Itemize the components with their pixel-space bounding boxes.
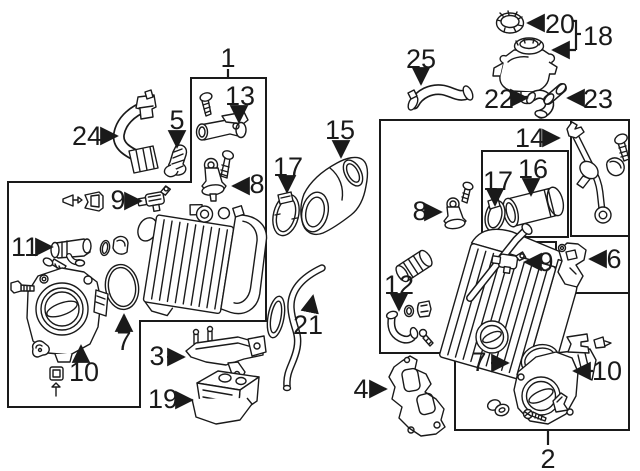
- group-boxes: [7, 77, 630, 431]
- callout-3-label[interactable]: 3: [149, 341, 164, 371]
- part-23-hose: [543, 83, 567, 105]
- part-drawings: [10, 10, 630, 437]
- part-12-elbow: [385, 300, 434, 347]
- callout-19-label[interactable]: 19: [148, 384, 178, 414]
- callout-7-right-label[interactable]: 7: [471, 347, 486, 377]
- callout-22-label[interactable]: 22: [484, 84, 514, 114]
- callout-6-label[interactable]: 6: [606, 244, 621, 274]
- callout-8-left-label[interactable]: 8: [249, 169, 264, 199]
- part-4-bracket: [388, 355, 446, 437]
- part-9-sensor-left: [137, 185, 172, 213]
- part-clip-small: [31, 340, 50, 358]
- part-8-sensor-right: [443, 181, 474, 230]
- callout-14-label[interactable]: 14: [515, 123, 545, 153]
- callout-4-label[interactable]: 4: [353, 374, 368, 404]
- callout-24-label[interactable]: 24: [72, 121, 102, 151]
- callout-8-right-label[interactable]: 8: [412, 196, 427, 226]
- part-7-oring-left: [104, 263, 140, 311]
- part-18-reservoir: [492, 37, 558, 105]
- part-intercooler-left: [137, 203, 268, 317]
- part-19-bracket-box: [191, 370, 260, 425]
- callout-10-left-label[interactable]: 10: [69, 357, 99, 387]
- callout-16-label[interactable]: 16: [518, 154, 548, 184]
- part-square-connector: [84, 191, 104, 212]
- callout-21-label[interactable]: 21: [293, 310, 323, 340]
- callout-17-right-label[interactable]: 17: [483, 166, 513, 196]
- callout-10-right-label[interactable]: 10: [592, 356, 622, 386]
- callout-15-label[interactable]: 15: [325, 115, 355, 145]
- part-ribbed-sleeve: [395, 249, 433, 283]
- part-3-bracket: [185, 325, 267, 381]
- part-14-rod: [566, 121, 630, 224]
- callout-1-label[interactable]: 1: [220, 43, 235, 73]
- callout-7-left-label[interactable]: 7: [116, 326, 131, 356]
- part-21-hose: [266, 264, 326, 392]
- part-8-sensor-left: [201, 150, 235, 202]
- group-box-14-partition: [570, 120, 629, 237]
- callout-leaders: [35, 13, 607, 445]
- part-24-hose: [112, 89, 159, 174]
- part-clip-oval: [486, 399, 510, 417]
- callout-11-label[interactable]: 11: [11, 232, 39, 262]
- callout-13-label[interactable]: 13: [225, 81, 255, 111]
- part-17-clamp-left: [272, 191, 300, 237]
- part-16-pipe: [502, 186, 565, 228]
- leader-21: [300, 294, 319, 315]
- part-9-sensor-right: [491, 251, 527, 275]
- leader-18-bracket: [551, 19, 581, 60]
- callout-9-left-label[interactable]: 9: [110, 185, 125, 215]
- callout-12-label[interactable]: 12: [384, 270, 414, 300]
- part-5-grommet: [163, 144, 188, 178]
- part-funnel-plug: [62, 194, 83, 207]
- part-connector-clip: [49, 366, 64, 397]
- group-box-1: [7, 77, 267, 408]
- part-wedge-clip: [552, 392, 569, 413]
- part-13-fitting: [195, 92, 249, 141]
- callout-20-label[interactable]: 20: [545, 9, 575, 39]
- callout-5-label[interactable]: 5: [169, 105, 184, 135]
- part-connector-c: [566, 333, 612, 354]
- callout-17-left-label[interactable]: 17: [273, 152, 303, 182]
- part-6-bracket: [557, 242, 587, 288]
- part-10-throttle-left: [26, 267, 109, 363]
- part-oring-small: [99, 239, 111, 257]
- part-25-hose: [407, 84, 474, 111]
- part-screw-bottom: [522, 408, 547, 422]
- callout-23-label[interactable]: 23: [583, 84, 613, 114]
- callout-9-right-label[interactable]: 9: [538, 247, 553, 277]
- callout-2-label[interactable]: 2: [540, 444, 555, 471]
- callout-18-label[interactable]: 18: [583, 21, 613, 51]
- part-cap-small: [112, 235, 129, 255]
- callout-25-label[interactable]: 25: [406, 44, 436, 74]
- group-box-2: [379, 119, 630, 431]
- part-22-hose: [526, 89, 555, 119]
- part-20-cap: [495, 10, 525, 34]
- callout-labels: 1 2 3 4 5 6 7 7 8 8 9 9 10 10 11 12 13 1…: [11, 9, 622, 471]
- part-15-duct: [300, 156, 369, 236]
- part-bolt-left: [10, 280, 35, 294]
